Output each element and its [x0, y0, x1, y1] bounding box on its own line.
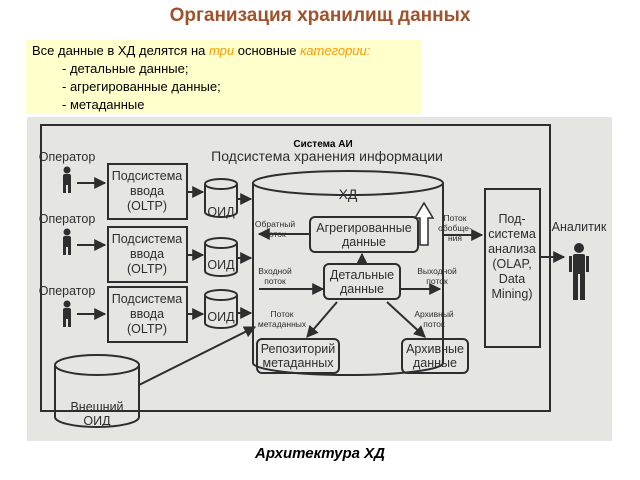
archive-data-box: Архивные данные [401, 338, 469, 374]
aggregated-line1: Агрегированные [316, 221, 411, 235]
note-item-metadata: - метаданные [62, 97, 145, 112]
generalization-arrow [413, 201, 435, 246]
oid-label-3: ОИД [207, 310, 235, 324]
flow-output-line2: поток [426, 276, 448, 286]
flow-archive-line1: Архивный [414, 309, 454, 319]
flow-reverse-line1: Обратный [255, 219, 295, 229]
input-subsystem-2-line3: (OLTP) [127, 262, 167, 276]
external-oid-arrow [138, 326, 257, 386]
analyst-label: Аналитик [552, 220, 607, 234]
input-subsystem-3: Подсистема ввода (OLTP) [107, 286, 188, 343]
operator-label-2: Оператор [39, 212, 96, 226]
operator-icon-2 [63, 228, 71, 255]
analysis-line3: анализа [488, 242, 536, 256]
oid-cylinder-2 [204, 237, 238, 277]
categories-note: Все данные в ХД делятся на три основные … [26, 40, 422, 114]
input-subsystem-1-line2: ввода [130, 184, 164, 198]
input-subsystem-2: Подсистема ввода (OLTP) [107, 226, 188, 283]
flow-metadata-line1: Поток [271, 309, 294, 319]
note-item-detailed: - детальные данные; [62, 61, 189, 76]
archive-line1: Архивные [406, 342, 464, 356]
diagram-svg: Система АИ Подсистема хранения информаци… [39, 124, 607, 428]
operator-label-1: Оператор [39, 150, 96, 164]
oid-label-2: ОИД [207, 258, 235, 272]
metadata-repository-box: Репозиторий метаданных [256, 338, 340, 374]
note-item-aggregated: - агрегированные данные; [62, 79, 221, 94]
input-subsystem-2-line2: ввода [130, 247, 164, 261]
archive-line2: данные [413, 356, 457, 370]
analysis-line4: (OLAP, [492, 257, 531, 271]
oid-cylinder-3 [204, 289, 238, 329]
analyst-icon [569, 243, 589, 300]
detailed-data-box: Детальные данные [323, 263, 401, 300]
note-categories: категории: [300, 43, 371, 58]
aggregated-line2: данные [342, 235, 386, 249]
analysis-line6: Mining) [492, 287, 533, 301]
analysis-subsystem-box: Под- система анализа (OLAP, Data Mining) [484, 188, 541, 348]
page-title: Организация хранилищ данных [169, 5, 471, 26]
dw-cylinder [252, 170, 444, 376]
note-intro: Все данные в ХД делятся на три основные … [26, 40, 422, 60]
input-subsystem-3-line3: (OLTP) [127, 322, 167, 336]
input-subsystem-1-line1: Подсистема [112, 169, 183, 183]
external-oid-cylinder [54, 354, 140, 428]
input-subsystem-3-line1: Подсистема [112, 292, 183, 306]
analysis-line5: Data [499, 272, 525, 286]
external-oid-line1: Внешний [70, 400, 123, 414]
operator-label-3: Оператор [39, 284, 96, 298]
system-boundary [40, 124, 551, 412]
flow-input-line2: поток [264, 276, 286, 286]
operator-icon-1 [63, 166, 71, 193]
oid-label-1: ОИД [207, 205, 235, 219]
repository-line2: метаданных [263, 356, 335, 370]
flow-output-line1: Выходной [417, 266, 457, 276]
flow-input-line1: Входной [258, 266, 292, 276]
analysis-line1: Под- [498, 212, 525, 226]
detailed-line2: данные [340, 282, 384, 296]
aggregated-data-box: Агрегированные данные [309, 216, 419, 253]
dw-label: ХД [339, 186, 358, 202]
external-oid-line2: ОИД [83, 414, 111, 428]
operator-icon-3 [63, 300, 71, 327]
input-subsystem-2-line1: Подсистема [112, 232, 183, 246]
metadata-flow-arrow [306, 301, 338, 338]
input-subsystem-3-line2: ввода [130, 307, 164, 321]
system-label: Система АИ [293, 139, 352, 150]
storage-subsystem-label: Подсистема хранения информации [211, 148, 443, 164]
repository-line1: Репозиторий [261, 342, 336, 356]
input-subsystem-1-line3: (OLTP) [127, 199, 167, 213]
diagram-caption: Архитектура ХД [254, 445, 386, 462]
analysis-line2: система [488, 227, 536, 241]
flow-archive-line2: поток [423, 319, 445, 329]
flow-generalization-line3: ния [448, 233, 462, 243]
archive-flow-arrow [386, 301, 426, 338]
oid-cylinder-1 [204, 178, 238, 218]
architecture-diagram: Система АИ Подсистема хранения информаци… [27, 117, 612, 441]
note-intro-before: Все данные в ХД делятся на [32, 43, 209, 58]
flow-metadata-line2: метаданных [258, 319, 307, 329]
flow-generalization-line2: обобще- [438, 223, 472, 233]
note-three: три [208, 43, 235, 58]
note-intro-middle: основные [234, 43, 301, 58]
detailed-line1: Детальные [330, 268, 394, 282]
input-subsystem-1: Подсистема ввода (OLTP) [107, 163, 188, 220]
flow-generalization-line1: Поток [444, 213, 467, 223]
